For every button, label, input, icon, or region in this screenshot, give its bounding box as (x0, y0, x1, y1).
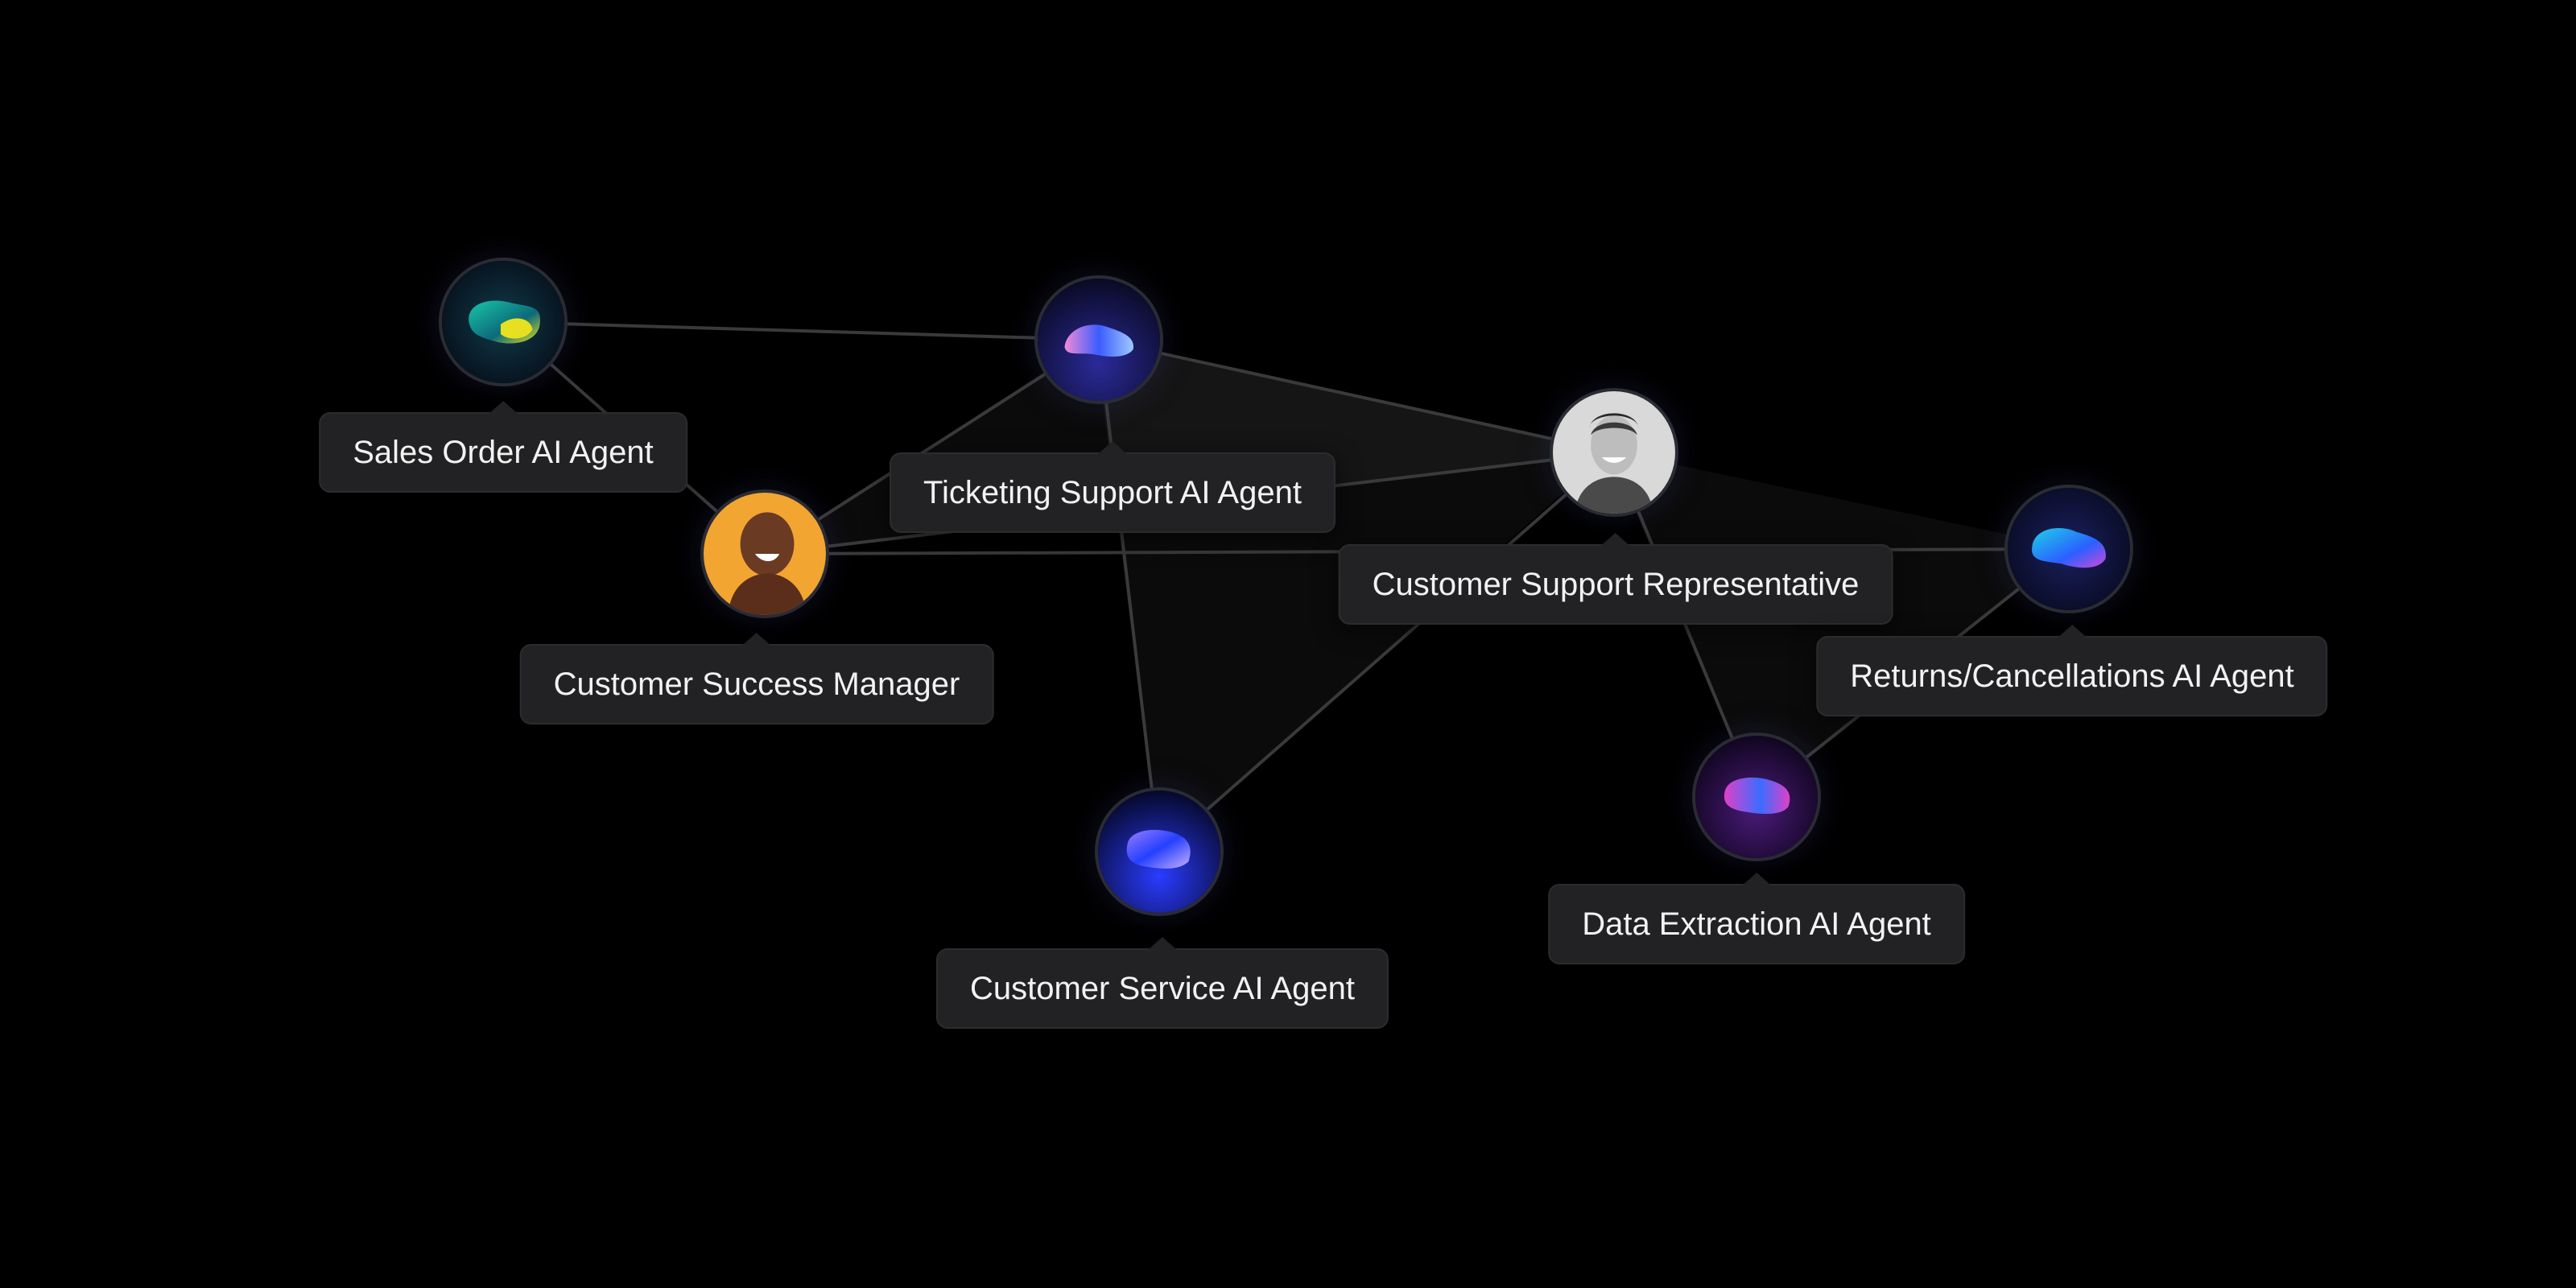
customer-support-rep-avatar[interactable] (1550, 388, 1678, 517)
data-extraction-agent-avatar[interactable] (1692, 733, 1821, 861)
person-avatar-icon (1553, 391, 1675, 514)
ai-blob-magenta-blue-icon (1695, 736, 1818, 858)
customer-success-manager-avatar[interactable] (700, 489, 829, 618)
returns-cancellations-agent-avatar[interactable] (2004, 485, 2133, 613)
node-label: Data Extraction AI Agent (1548, 873, 1965, 964)
node-label: Sales Order AI Agent (319, 401, 687, 493)
person-avatar-icon (704, 493, 826, 615)
edge-customer-support-rep-to-customer-service (1158, 451, 1616, 853)
edge-ticketing-support-to-customer-service (1097, 339, 1161, 852)
sales-order-agent-avatar[interactable] (439, 258, 568, 386)
ai-blob-blue-pink-icon (1038, 279, 1160, 401)
ai-blob-cyan-magenta-icon (2008, 488, 2130, 610)
ticketing-support-agent-avatar[interactable] (1034, 275, 1163, 404)
ai-blob-green-yellow-icon (442, 261, 564, 383)
customer-service-agent-avatar[interactable] (1095, 787, 1224, 916)
ai-blob-blue-icon (1098, 791, 1220, 913)
node-label: Customer Support Representative (1338, 533, 1893, 625)
node-label: Ticketing Support AI Agent (890, 441, 1335, 533)
node-label: Returns/Cancellations AI Agent (1816, 625, 2328, 716)
edge-ticketing-support-to-customer-success-manager (763, 338, 1100, 555)
edge-sales-order-to-ticketing-support (502, 320, 1100, 341)
node-label: Customer Success Manager (519, 633, 994, 724)
node-label: Customer Service AI Agent (935, 937, 1389, 1029)
edge-ticketing-support-to-customer-support-rep (1098, 338, 1615, 454)
